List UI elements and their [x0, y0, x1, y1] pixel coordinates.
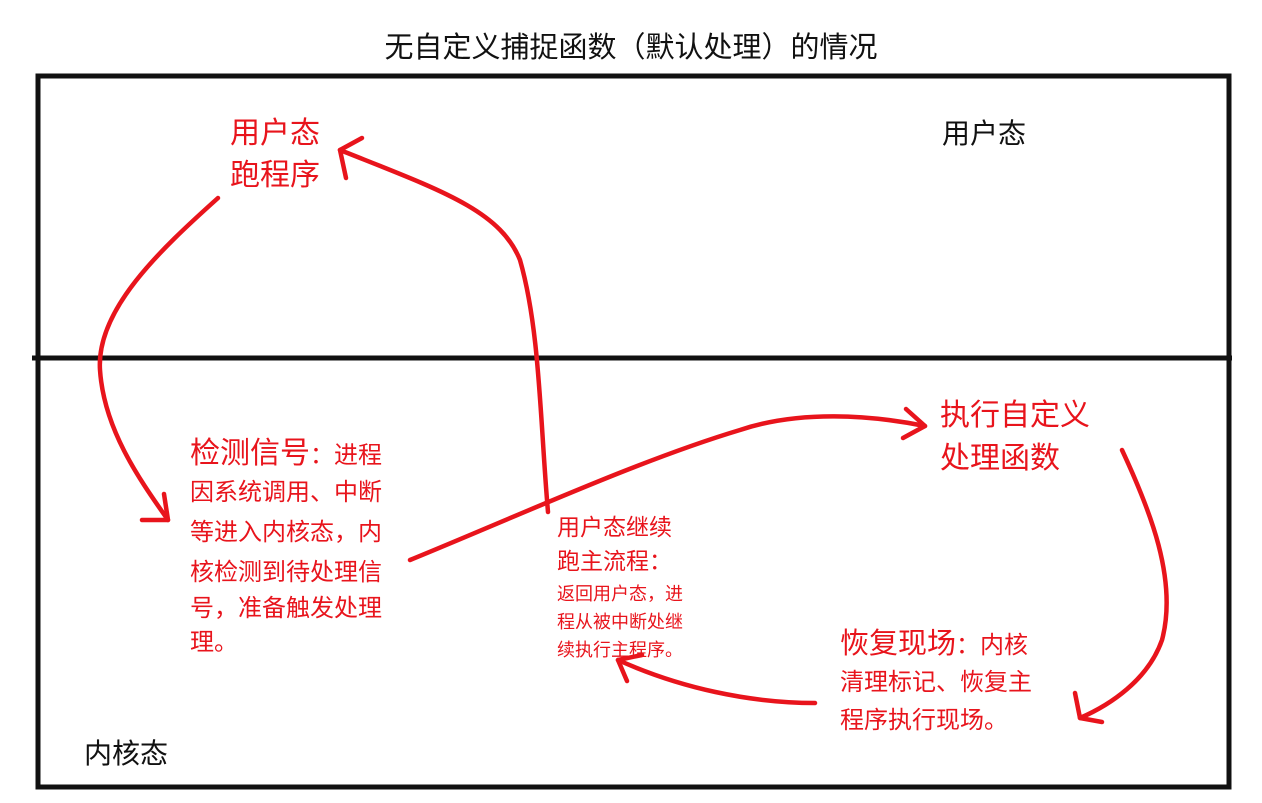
arrow-detect-to-execute-head	[900, 406, 928, 441]
detect-signal-line: 因系统调用、中断	[190, 478, 382, 506]
user-mode-label: 用户态	[942, 117, 1027, 150]
outer-frame	[35, 73, 1232, 790]
user-run-label-line2: 跑程序	[230, 158, 320, 193]
resume-main-detail: 程从被中断处继	[557, 612, 683, 633]
restore-context-line: 清理标记、恢复主	[840, 668, 1032, 696]
arrow-detect-to-execute	[407, 414, 928, 563]
detect-signal-line: 等进入内核态，内	[190, 518, 382, 546]
detect-signal-line: 号，准备触发处理	[190, 594, 382, 622]
execute-handler-label-line2: 处理函数	[940, 441, 1060, 476]
execute-handler-label-line1: 执行自定义	[940, 398, 1090, 433]
arrow-restore-to-resume-head	[615, 652, 645, 684]
detect-signal-line: ：进程	[310, 441, 382, 469]
kernel-mode-label: 内核态	[84, 737, 169, 770]
restore-context-line: 程序执行现场。	[840, 706, 1008, 734]
diagram-title: 无自定义捕捉函数（默认处理）的情况	[384, 30, 878, 64]
arrow-user-to-detect-head	[139, 491, 171, 523]
resume-main-detail: 返回用户态，进	[557, 584, 683, 605]
arrow-restore-to-resume	[615, 657, 818, 706]
detect-signal-line: 核检测到待处理信	[190, 558, 382, 586]
arrow-resume-to-user	[337, 147, 551, 515]
arrow-execute-to-restore	[1077, 447, 1169, 721]
arrow-execute-to-restore-head	[1072, 690, 1105, 725]
arrow-user-to-detect	[97, 195, 221, 523]
detect-signal-heading: 检测信号	[190, 436, 310, 471]
restore-context-heading: 恢复现场	[840, 626, 957, 660]
user-run-label-line1: 用户态	[230, 116, 320, 151]
detect-signal-line: 理。	[190, 628, 238, 656]
resume-main-detail: 续执行主程序。	[557, 640, 683, 661]
resume-main-heading: 用户态继续	[557, 515, 672, 541]
resume-main-heading: 跑主流程：	[557, 549, 672, 575]
arrow-resume-to-user-head	[337, 135, 365, 181]
restore-context-line: ：内核	[956, 631, 1029, 659]
